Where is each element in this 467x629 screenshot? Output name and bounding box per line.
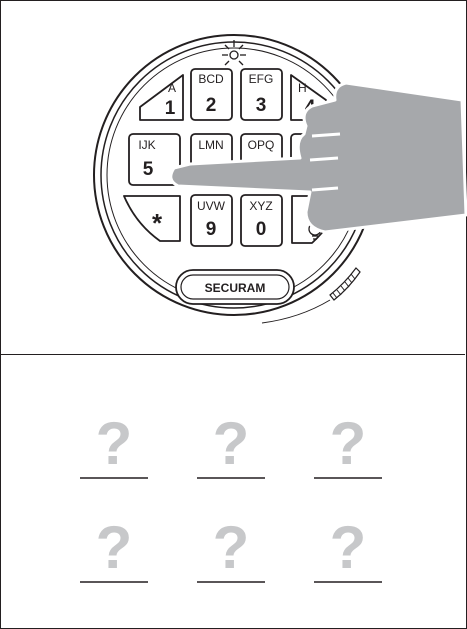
code-slot-6: ? [314,514,382,583]
lock-base-edge [261,299,331,324]
code-slot-4: ? [80,514,148,583]
key-2-letters: BCD [198,72,224,86]
key-9[interactable]: UVW 9 [190,194,233,247]
key-9-digit: 9 [206,219,217,240]
key-0-digit: 0 [256,219,267,240]
key-5[interactable]: IJK 5 [128,133,181,186]
code-slot-1: ? [80,410,148,479]
key-3-letters: EFG [249,72,274,86]
question-mark: ? [213,514,250,581]
key-5-letters: IJK [138,138,155,152]
key-4-letters: H [298,81,307,95]
key-5-digit: 5 [143,159,154,180]
key-2-digit: 2 [206,95,217,116]
key-1[interactable]: A 1 [139,74,184,121]
key-0-letters: XYZ [249,199,272,213]
dial-knurl-ridges [332,273,356,299]
code-slot-3: ? [314,410,382,479]
question-mark: ? [330,410,367,477]
key-3-digit: 3 [256,95,267,116]
pointing-hand-icon [169,81,467,234]
key-star-digit: * [152,208,163,238]
key-3[interactable]: EFG 3 [240,68,283,121]
key-2[interactable]: BCD 2 [190,68,233,121]
key-7-letters: OPQ [248,138,275,152]
question-mark: ? [213,410,250,477]
brand-name: SECURAM [205,281,266,295]
key-0[interactable]: XYZ 0 [240,194,283,247]
question-mark: ? [96,514,133,581]
code-slots: ? ? ? ? ? ? [80,410,382,583]
code-slot-2: ? [197,410,265,479]
key-1-digit: 1 [165,98,176,119]
question-mark: ? [330,514,367,581]
panel-divider [0,354,465,355]
question-mark: ? [96,410,133,477]
key-9-letters: UVW [197,199,226,213]
indicator-light-icon [222,40,246,66]
key-star[interactable]: * [123,195,181,242]
key-6-letters: LMN [198,138,223,152]
brand-plate: SECURAM [175,269,295,305]
code-slot-5: ? [197,514,265,583]
key-1-letters: A [168,81,176,95]
